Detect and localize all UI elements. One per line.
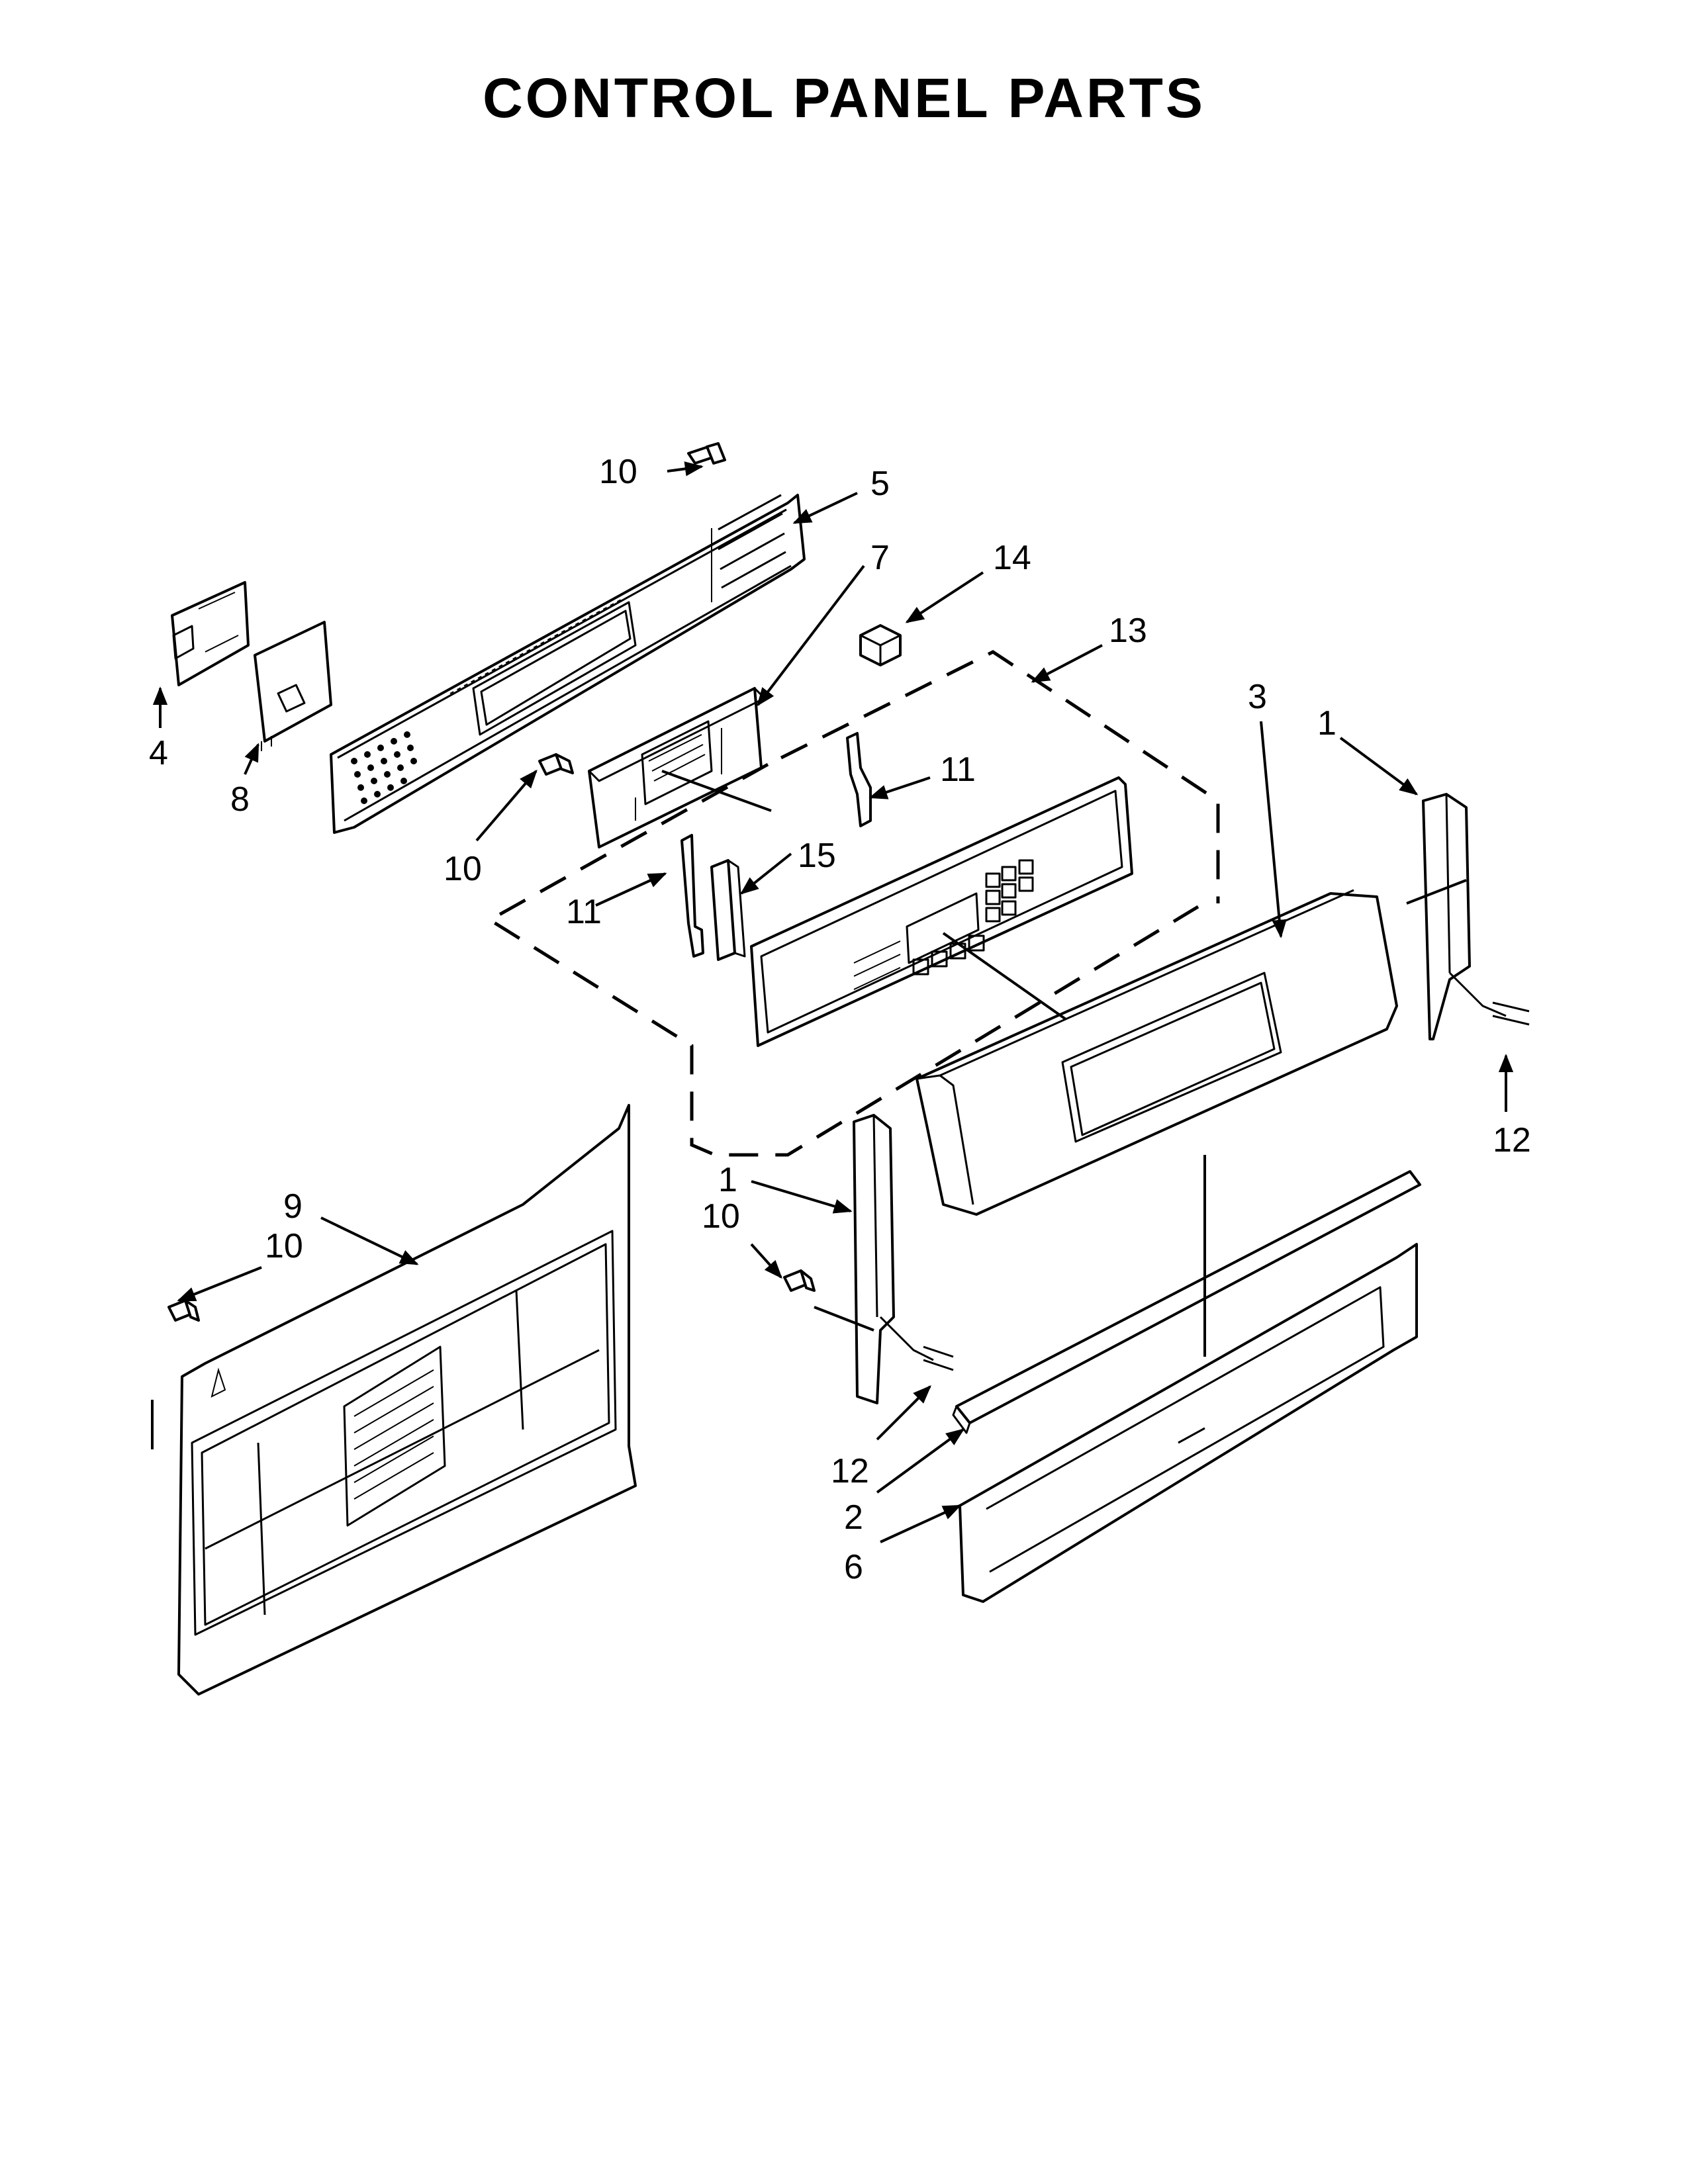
callout-1-right: 1 xyxy=(1317,704,1336,743)
part-10-screw-top xyxy=(687,442,726,465)
callout-12-right: 12 xyxy=(1493,1121,1531,1160)
part-10-screw-mid xyxy=(538,753,574,776)
leader-2 xyxy=(876,1428,965,1494)
callout-1-center: 1 xyxy=(718,1161,737,1199)
part-11-clip-left xyxy=(680,834,704,958)
part-10-screw-left xyxy=(167,1299,200,1322)
leader-9 xyxy=(320,1216,419,1265)
part-15-bracket xyxy=(710,859,746,961)
leader-15 xyxy=(739,852,792,895)
leader-6 xyxy=(880,1504,962,1543)
callout-3: 3 xyxy=(1248,678,1267,716)
callout-10-center: 10 xyxy=(702,1197,740,1236)
leader-5 xyxy=(792,492,858,524)
leader-7 xyxy=(757,565,865,707)
callout-2: 2 xyxy=(844,1498,863,1537)
leader-1-right xyxy=(1339,737,1419,796)
part-13-control-panel xyxy=(750,776,1133,1047)
callout-10-mid: 10 xyxy=(444,850,482,888)
leader-12-center xyxy=(876,1385,931,1441)
leader-10-mid xyxy=(475,769,538,842)
leader-8 xyxy=(244,743,259,775)
part-1-end-bracket-right xyxy=(1422,793,1530,1040)
leader-11-right xyxy=(868,776,931,799)
leader-10-left xyxy=(177,1266,262,1302)
leader-10-center xyxy=(750,1243,782,1279)
page-title: CONTROL PANEL PARTS xyxy=(483,67,1205,129)
part-14-connector xyxy=(859,624,902,666)
part-4-board xyxy=(171,581,250,686)
part-6-lower-bracket xyxy=(959,1243,1418,1603)
part-8-mounting-plate xyxy=(254,621,332,751)
panel-assembly-outline xyxy=(487,650,1220,1157)
leader-1-center xyxy=(751,1180,853,1214)
callout-14: 14 xyxy=(993,539,1031,577)
leader-11-left xyxy=(595,872,667,907)
leader-13 xyxy=(1031,644,1103,683)
callout-9: 9 xyxy=(283,1187,303,1226)
leader-13-tail xyxy=(942,932,1067,1021)
leader-3 xyxy=(1260,721,1287,938)
leader-14 xyxy=(905,571,984,623)
callout-7: 7 xyxy=(870,539,890,577)
callout-15: 15 xyxy=(798,837,836,875)
part-5-control-panel-bracket xyxy=(330,494,806,834)
callout-4: 4 xyxy=(149,734,168,772)
leader-1-right-tail xyxy=(1406,879,1467,905)
callout-5: 5 xyxy=(870,465,890,503)
callout-10-left: 10 xyxy=(265,1227,303,1265)
part-1-end-bracket-center xyxy=(853,1114,954,1404)
part-3-control-console xyxy=(915,889,1398,1216)
part-11-clip-right xyxy=(846,732,872,827)
part-9-rear-panel xyxy=(177,1104,637,1696)
leader-10-center-tail xyxy=(814,1306,874,1332)
callout-11-left: 11 xyxy=(566,893,602,931)
leader-lines xyxy=(151,461,1514,1543)
callout-11-right: 11 xyxy=(940,751,976,789)
part-7-electronic-control xyxy=(588,687,766,848)
callout-12-center: 12 xyxy=(831,1452,869,1490)
part-2-trim xyxy=(952,1170,1421,1434)
leader-10-top xyxy=(667,461,704,477)
part-10-screw-center xyxy=(783,1269,816,1292)
callout-13: 13 xyxy=(1109,612,1147,650)
callout-10-top: 10 xyxy=(599,453,637,491)
callout-labels: 10 5 7 14 13 4 8 10 11 15 11 3 1 12 9 10… xyxy=(149,453,1531,1586)
leader-7-tail xyxy=(661,770,772,812)
callout-6: 6 xyxy=(844,1548,863,1586)
callout-8: 8 xyxy=(230,780,250,819)
